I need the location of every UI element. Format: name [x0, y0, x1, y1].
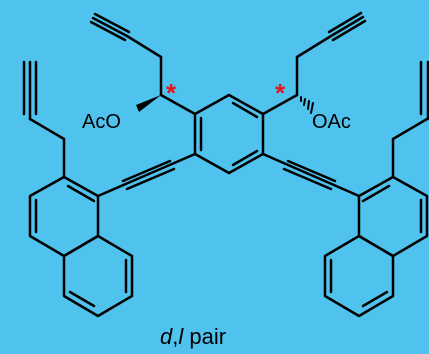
left-stereo-marker: *	[166, 78, 177, 108]
caption-d: d	[160, 324, 173, 349]
caption-l: l	[178, 324, 184, 349]
right-acetate-label: OAc	[312, 111, 351, 133]
caption-comma: ,	[172, 324, 178, 349]
right-alkyne-linker	[261, 152, 361, 198]
left-alkyne-linker	[96, 152, 197, 198]
left-wedge-bond	[136, 95, 161, 112]
right-naphthalene	[323, 175, 429, 318]
caption-pair: pair	[183, 324, 226, 349]
atom-labels: AcO OAc * *	[82, 78, 351, 133]
right-stereo-marker: *	[275, 78, 286, 108]
left-acetate-label: AcO	[82, 111, 121, 133]
left-propargyl-arm	[89, 12, 197, 116]
right-propargyl-arm	[261, 11, 367, 116]
caption: d,l pair	[160, 324, 226, 349]
bonds	[22, 11, 429, 318]
left-naphthalene	[28, 175, 134, 318]
left-butynyl-chain	[22, 60, 66, 179]
right-hash-bond	[300, 96, 314, 114]
right-butynyl-chain	[391, 60, 429, 179]
central-benzene-ring	[193, 93, 265, 175]
